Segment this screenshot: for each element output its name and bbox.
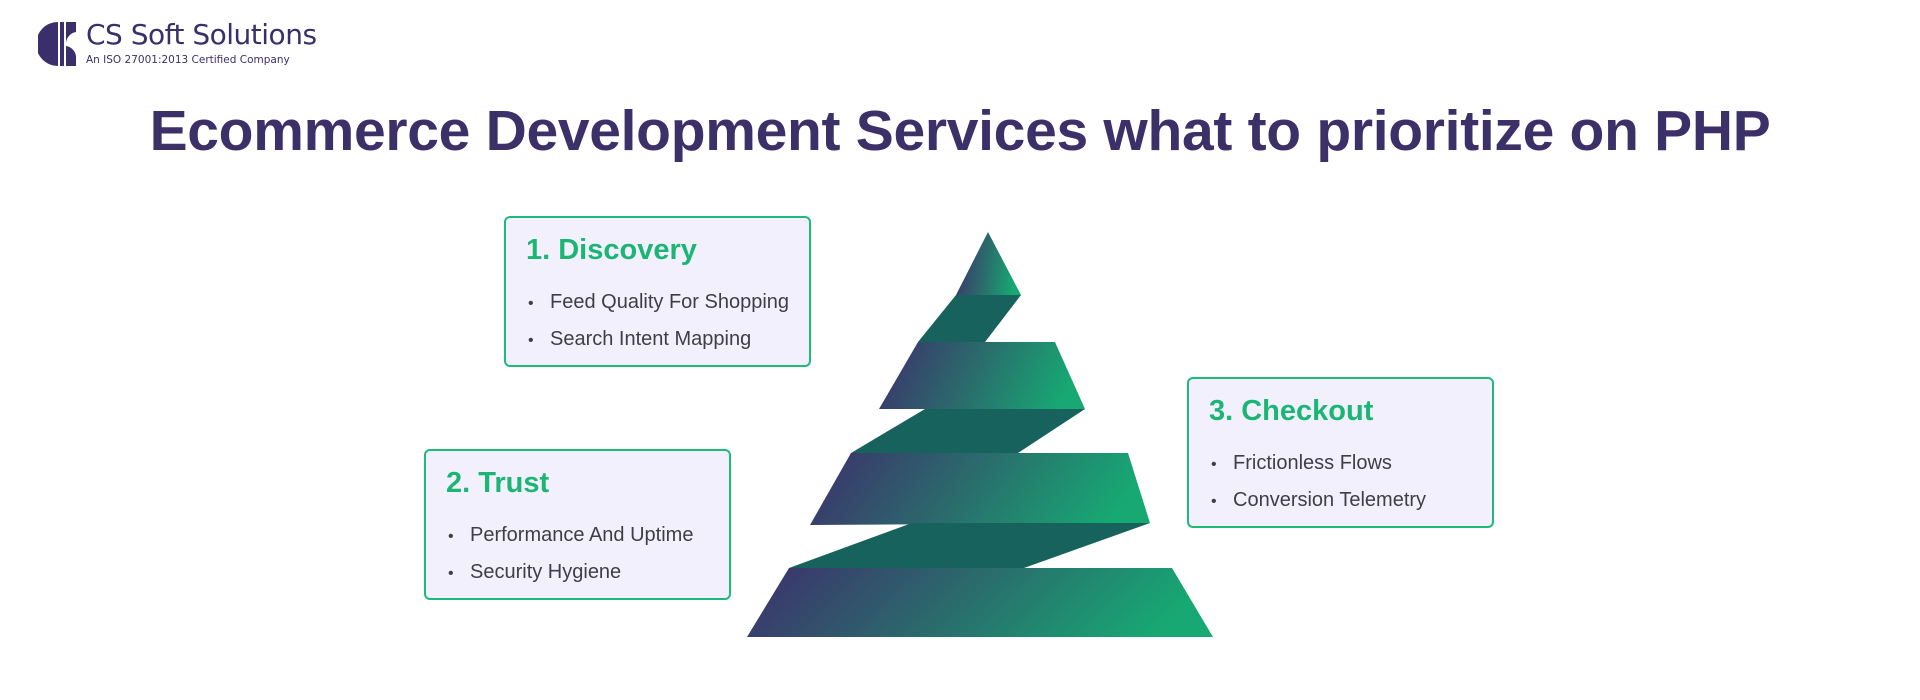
stage-item: Security Hygiene	[448, 560, 693, 597]
stage-card-trust: 2. Trust Performance And Uptime Security…	[424, 449, 731, 600]
pyramid-tier-4	[747, 568, 1213, 637]
stage-item: Conversion Telemetry	[1211, 488, 1426, 525]
logo-name: CS Soft Solutions	[86, 18, 317, 51]
pyramid-tier-1	[956, 232, 1021, 295]
stage-item: Search Intent Mapping	[528, 327, 789, 364]
stage-item: Frictionless Flows	[1211, 451, 1426, 488]
stage-item: Performance And Uptime	[448, 523, 693, 560]
stage-heading: 1. Discovery	[526, 234, 697, 266]
stage-card-checkout: 3. Checkout Frictionless Flows Conversio…	[1187, 377, 1494, 528]
stage-card-discovery: 1. Discovery Feed Quality For Shopping S…	[504, 216, 811, 367]
pyramid-tier-3	[810, 453, 1150, 525]
pyramid-band-2	[851, 409, 1085, 453]
stage-heading: 3. Checkout	[1209, 395, 1374, 427]
stage-heading: 2. Trust	[446, 467, 550, 499]
page-title: Ecommerce Development Services what to p…	[149, 99, 1771, 163]
logo-mark-icon	[38, 22, 76, 66]
company-logo: CS Soft Solutions An ISO 27001:2013 Cert…	[38, 20, 317, 68]
stage-item: Feed Quality For Shopping	[528, 290, 789, 327]
pyramid-band-1	[918, 295, 1021, 342]
logo-tagline: An ISO 27001:2013 Certified Company	[86, 54, 290, 66]
pyramid-band-3	[789, 523, 1150, 568]
pyramid-tier-2	[879, 342, 1085, 409]
